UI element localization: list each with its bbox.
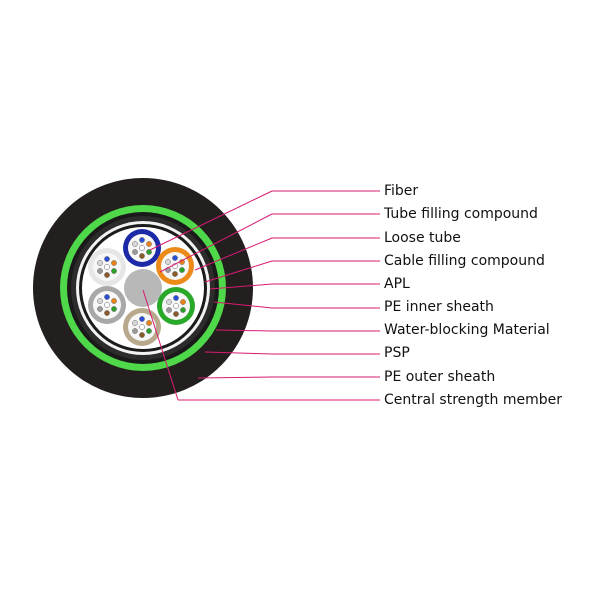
fiber [139, 316, 145, 322]
fiber [173, 311, 179, 317]
central-strength-member [124, 269, 162, 307]
leader-lines [142, 190, 380, 401]
leader-line [215, 329, 273, 332]
label-loose-tube: Loose tube [384, 230, 461, 246]
loose-tube [156, 247, 194, 285]
fiber [132, 241, 138, 247]
leader-line [197, 376, 273, 379]
fiber [104, 310, 110, 316]
fiber [180, 307, 186, 313]
label-fiber: Fiber [384, 183, 419, 199]
fiber [97, 306, 103, 312]
fiber [139, 237, 145, 243]
loose-tube [88, 248, 126, 286]
fiber [173, 295, 179, 301]
label-psp: PSP [384, 345, 410, 361]
loose-tubes [88, 229, 195, 346]
fiber [173, 303, 179, 309]
fiber [111, 268, 117, 274]
leader-line [204, 351, 273, 355]
label-pe-inner-sheath: PE inner sheath [384, 299, 494, 315]
leader-line [149, 190, 273, 251]
fiber [166, 307, 172, 313]
leader-line [159, 213, 273, 273]
loose-tube [123, 229, 161, 267]
fiber [97, 268, 103, 274]
label-water-blocking-material: Water-blocking Material [384, 322, 550, 338]
leader-line [142, 289, 179, 401]
fiber [97, 298, 103, 304]
leader-line [204, 260, 273, 283]
label-tube-filling-compound: Tube filling compound [384, 206, 538, 222]
label-apl: APL [384, 276, 410, 292]
fiber [104, 302, 110, 308]
fiber [104, 294, 110, 300]
fiber [180, 299, 186, 305]
loose-tube [123, 308, 161, 346]
loose-tube [88, 286, 126, 324]
fiber [104, 272, 110, 278]
fiber [139, 324, 145, 330]
fiber [139, 253, 145, 259]
fiber [111, 298, 117, 304]
label-central-strength-member: Central strength member [384, 392, 562, 408]
fiber [166, 299, 172, 305]
label-cable-filling-compound: Cable filling compound [384, 253, 545, 269]
fiber [132, 328, 138, 334]
fiber [111, 306, 117, 312]
fiber [146, 241, 152, 247]
fiber [146, 320, 152, 326]
cable-cross-section [33, 178, 253, 398]
fiber [165, 259, 171, 265]
fiber [172, 271, 178, 277]
fiber [104, 264, 110, 270]
fiber [132, 320, 138, 326]
loose-tube [157, 287, 195, 325]
fiber [139, 332, 145, 338]
fiber [139, 245, 145, 251]
leader-line [213, 301, 273, 309]
fiber [132, 249, 138, 255]
fiber [179, 267, 185, 273]
label-pe-outer-sheath: PE outer sheath [384, 369, 496, 385]
fiber [172, 255, 178, 261]
fiber [146, 249, 152, 255]
fiber [104, 256, 110, 262]
leader-line [209, 283, 273, 290]
fiber [146, 328, 152, 334]
fiber [97, 260, 103, 266]
fiber [111, 260, 117, 266]
leader-line [194, 237, 273, 271]
